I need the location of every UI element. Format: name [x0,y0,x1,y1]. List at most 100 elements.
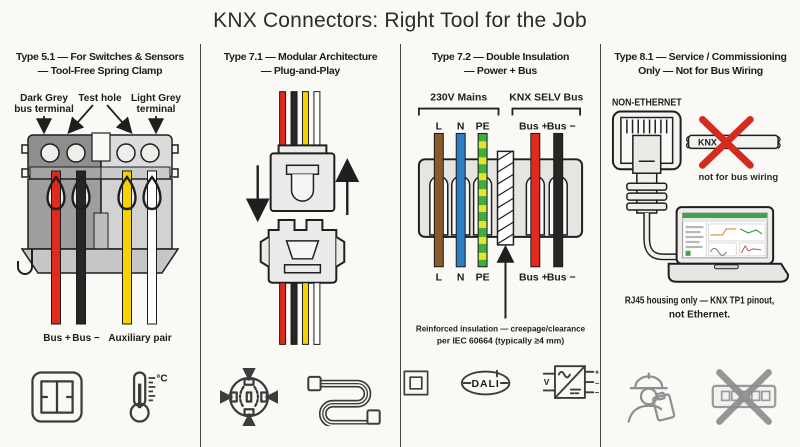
spring-clamps [46,175,162,211]
label-auxiliary-pair: Auxiliary pair [108,333,171,344]
aux-wire-white [147,170,157,325]
terminal-block [17,132,180,325]
celsius-label: °C [156,373,167,384]
panel-3-icons: DALI V + ~ − [401,340,600,426]
svg-text:−: − [595,388,600,397]
page-title: KNX Connectors: Right Tool for the Job [213,9,587,32]
bus-wires [530,132,564,268]
callout-light-grey: Light Grey [131,93,181,104]
panel-2-heading: Type 7.1 — Modular Architecture — Plug-a… [201,44,400,89]
panel-4-heading-line2: Only — Not for Bus Wiring [638,64,763,77]
ac-dc-power-supply-icon: V + ~ − [542,365,600,399]
panel-3-heading-line2: — Power + Bus [464,64,537,77]
test-hole [116,143,136,163]
svg-text:N: N [457,273,465,284]
cable-top [279,91,321,148]
selv-bracket [511,107,581,116]
rj45-plug [632,134,662,174]
panel-4-heading-line1: Type 8.1 — Service / Commissioning [614,51,787,63]
group-label-selv: KNX SELV Bus [509,93,583,104]
group-label-mains: 230V Mains [430,93,487,104]
svg-text:terminal: terminal [137,104,176,115]
svg-text:~: ~ [595,379,600,388]
panel-4-heading: Type 8.1 — Service / Commissioning Only … [601,44,800,89]
svg-text:L: L [436,121,443,132]
laptop-base [667,262,790,283]
svg-text:Bus −: Bus − [547,273,576,284]
test-hole [140,143,160,163]
panel-type-5-1: Type 5.1 — For Switches & Sensors — Tool… [0,44,200,447]
rj45-note-line2: not Ethernet. [669,310,731,321]
insulation-note-line2: per IEC 60664 (typically ≥4 mm) [437,335,565,345]
panel-2-heading-line2: — Plug-and-Play [261,64,340,77]
dali-wordmark: DALI [471,379,499,390]
psu-voltage-label: V [544,377,550,387]
callout-test-hole: Test hole [78,93,122,104]
bus-plus-wire-red [51,170,61,325]
panel-1-heading-line2: — Tool-Free Spring Clamp [37,64,163,77]
test-hole [66,143,86,163]
rj45-note-line1: RJ45 housing only — KNX TP1 pinout, [625,296,774,307]
red-cross-icon [699,116,754,169]
grey-cross-icon [715,369,772,425]
callout-arrows [35,104,165,135]
not-for-bus-wiring-label: not for bus wiring [698,172,778,183]
panel-1-heading: Type 5.1 — For Switches & Sensors — Tool… [0,44,200,89]
svg-text:Bus +: Bus + [519,273,548,284]
test-hole [40,143,60,163]
panel-3-heading: Type 7.2 — Double Insulation — Power + B… [401,44,600,89]
label-bus-minus: Bus − [72,333,100,344]
plug-boot-ridges [626,182,668,211]
svg-text:+: + [595,368,600,377]
rj45-jack [611,110,682,214]
non-ethernet-label: NON-ETHERNET [612,98,682,109]
plug-and-play-connector-illustration [245,91,360,345]
panel-2-icons [201,354,400,440]
dali-logo-icon: DALI [460,369,511,396]
cable-bottom [279,282,321,345]
patch-cable-icon [306,375,381,426]
thermometer-celsius-icon: °C [129,371,168,423]
callout-dark-grey: Dark Grey [20,93,68,104]
svg-text:PE: PE [476,273,490,284]
svg-text:L: L [436,273,443,284]
panel-2-heading-line1: Type 7.1 — Modular Architecture [223,51,378,63]
no-ethernet-switch-icon [711,369,776,425]
panel-type-8-1: Type 8.1 — Service / Commissioning Only … [600,44,800,447]
panel-type-7-2: Type 7.2 — Double Insulation — Power + B… [400,44,600,447]
class-ii-double-insulation-icon [403,370,429,396]
four-way-junction-icon [219,368,278,426]
svg-text:PE: PE [476,121,490,132]
svg-text:bus terminal: bus terminal [14,104,74,115]
mains-bracket [418,107,500,116]
label-bus-plus: Bus + [43,333,71,344]
panel-3-heading-line1: Type 7.2 — Double Insulation [431,51,570,63]
double-insulation-terminal-illustration: 230V Mains KNX SELV Bus L N PE Bus + Bus… [416,93,585,346]
cable-plug [306,375,322,392]
aux-wire-yellow [122,170,132,325]
svg-text:Bus −: Bus − [547,121,576,132]
panel-type-7-1: Type 7.1 — Modular Architecture — Plug-a… [200,44,400,447]
connector-bottom-half [259,219,346,284]
panel-1-heading-line1: Type 5.1 — For Switches & Sensors [16,51,184,63]
service-cable [643,213,685,261]
technician-clipboard-icon [627,372,675,423]
bus-minus-wire-black [76,170,86,325]
ets-titlebar [682,213,768,219]
pe-wire [477,132,488,268]
knx-cable-crossed: KNX [685,116,781,169]
ets-laptop [667,206,790,283]
cable-plug [365,409,381,425]
spring-clamp-terminal-illustration: Dark Grey bus terminal Test hole Light G… [14,93,181,344]
knx-cable-label: KNX [698,137,717,147]
insulation-barrier [496,150,515,246]
panel-columns: Type 5.1 — For Switches & Sensors — Tool… [0,44,800,447]
svg-text:N: N [457,121,465,132]
ets-tree-panel [685,225,704,249]
rj45-service-illustration: NON-ETHERNET [611,98,790,321]
connector-top-half [269,144,336,213]
svg-text:Bus +: Bus + [519,121,548,132]
panel-4-icons [601,354,800,440]
rocker-switch-icon [31,371,83,423]
